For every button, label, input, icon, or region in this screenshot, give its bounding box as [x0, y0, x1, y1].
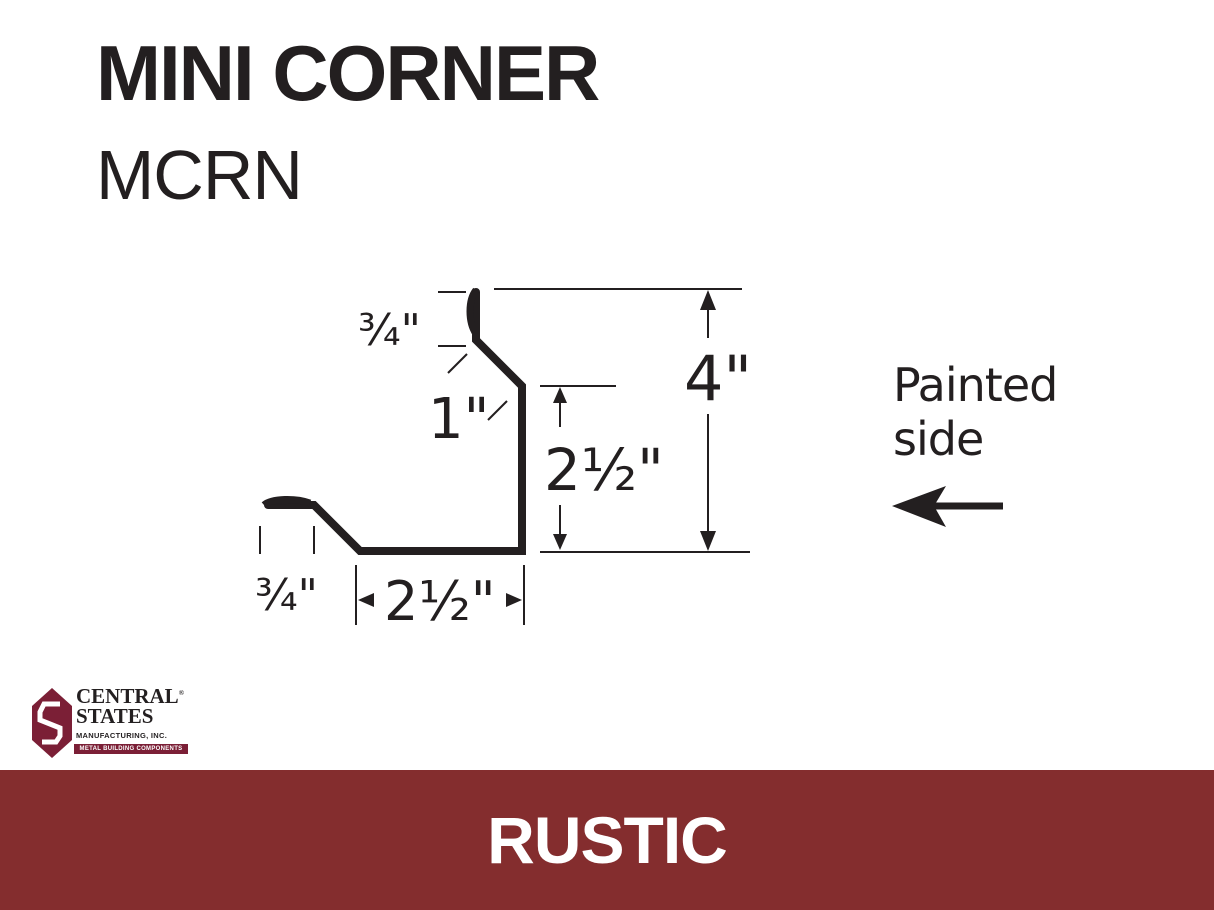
painted-side-line1: Painted	[893, 358, 1058, 412]
logo-mark-icon	[32, 688, 72, 758]
product-title: MINI CORNER	[96, 29, 600, 117]
painted-side-line2: side	[893, 412, 984, 466]
dimension-lines	[259, 288, 750, 625]
dimension-arrowheads	[358, 290, 716, 607]
logo-name: CENTRAL® STATES	[76, 686, 184, 727]
painted-side-label: Painted side	[893, 358, 1058, 466]
logo-name-line2: STATES	[76, 704, 154, 728]
logo-tagline: METAL BUILDING COMPONENTS	[74, 744, 188, 754]
profile-diagram: ¾" 1" 2½" 4" ¾" 2½"	[255, 287, 1003, 633]
dim-bottom-width: 2½"	[384, 570, 496, 633]
dim-inner-height: 2½"	[544, 436, 664, 504]
product-code: MCRN	[96, 136, 303, 214]
dim-diagonal-top: 1"	[428, 387, 489, 452]
central-states-logo: CENTRAL® STATES MANUFACTURING, INC. META…	[30, 686, 200, 760]
arrow-left-icon	[892, 486, 1003, 527]
profile-shape	[261, 287, 526, 555]
dim-overall-height: 4"	[684, 342, 752, 415]
logo-name-line1: CENTRAL	[76, 684, 179, 708]
color-banner: RUSTIC	[0, 770, 1214, 910]
logo-subtitle: MANUFACTURING, INC.	[76, 731, 168, 740]
dim-bottom-lip: ¾"	[255, 570, 318, 621]
color-name: RUSTIC	[487, 803, 728, 877]
dim-top-lip: ¾"	[358, 305, 421, 356]
logo-registered: ®	[178, 689, 184, 697]
